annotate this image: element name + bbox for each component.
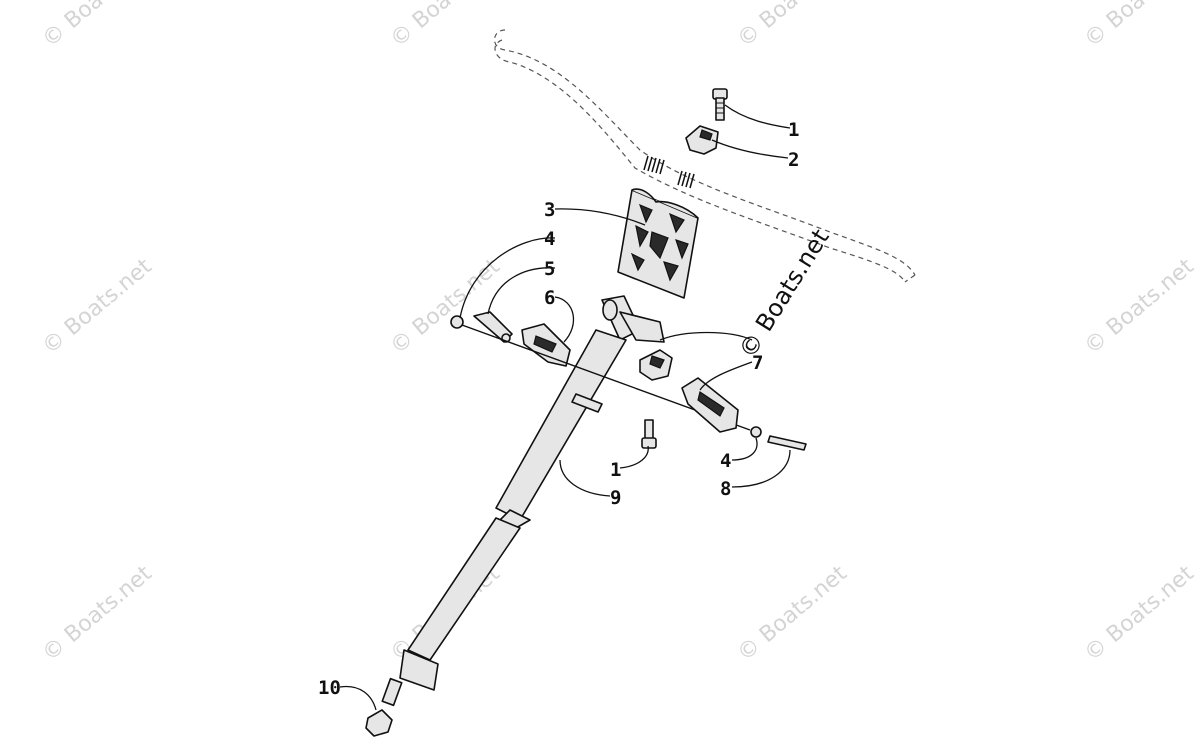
handlebar-knurl [643, 155, 695, 189]
callout-label-4-right: 4 [720, 450, 731, 472]
watermark: © Boats.net [733, 0, 852, 53]
bolt-lower [641, 419, 657, 449]
leader-lines [339, 104, 791, 711]
callout-label-1-upper: 1 [788, 119, 799, 141]
callout-label-2: 2 [788, 149, 799, 171]
watermark: © Boats.net [38, 254, 157, 360]
callout-label-9: 9 [610, 487, 621, 509]
callout-label-8: 8 [720, 478, 731, 500]
handlebar-outline [493, 29, 916, 283]
watermark: © Boats.net [386, 254, 505, 360]
watermark: © Boats.net [386, 0, 505, 53]
watermark: © Boats.net [1080, 0, 1199, 53]
watermark: © Boats.net [1080, 254, 1199, 360]
callout-label-4-left: 4 [544, 228, 555, 250]
parts-right [681, 377, 807, 451]
callout-label-7: 7 [752, 352, 763, 374]
riser-block [617, 188, 699, 299]
callout-label-3: 3 [544, 199, 555, 221]
callout-label-6: 6 [544, 287, 555, 309]
parts-left [450, 311, 571, 367]
callout-labels: 1 2 3 4 5 6 7 1 9 4 8 10 [318, 119, 799, 699]
clamp-cap-lower [639, 349, 673, 381]
watermark: © Boats.net [733, 561, 852, 667]
clamp-cap-upper [685, 125, 719, 155]
callout-label-10: 10 [318, 677, 341, 699]
callout-label-1-lower: 1 [610, 459, 621, 481]
flange-nut [365, 709, 393, 737]
watermark: © Boats.net [38, 561, 157, 667]
bolt-upper [712, 88, 728, 121]
watermark: © Boats.net [38, 0, 157, 53]
watermark: © Boats.net [1080, 561, 1199, 667]
steering-post [381, 295, 665, 707]
watermark-center: © Boats.net [733, 224, 834, 363]
callout-label-5: 5 [544, 258, 555, 280]
